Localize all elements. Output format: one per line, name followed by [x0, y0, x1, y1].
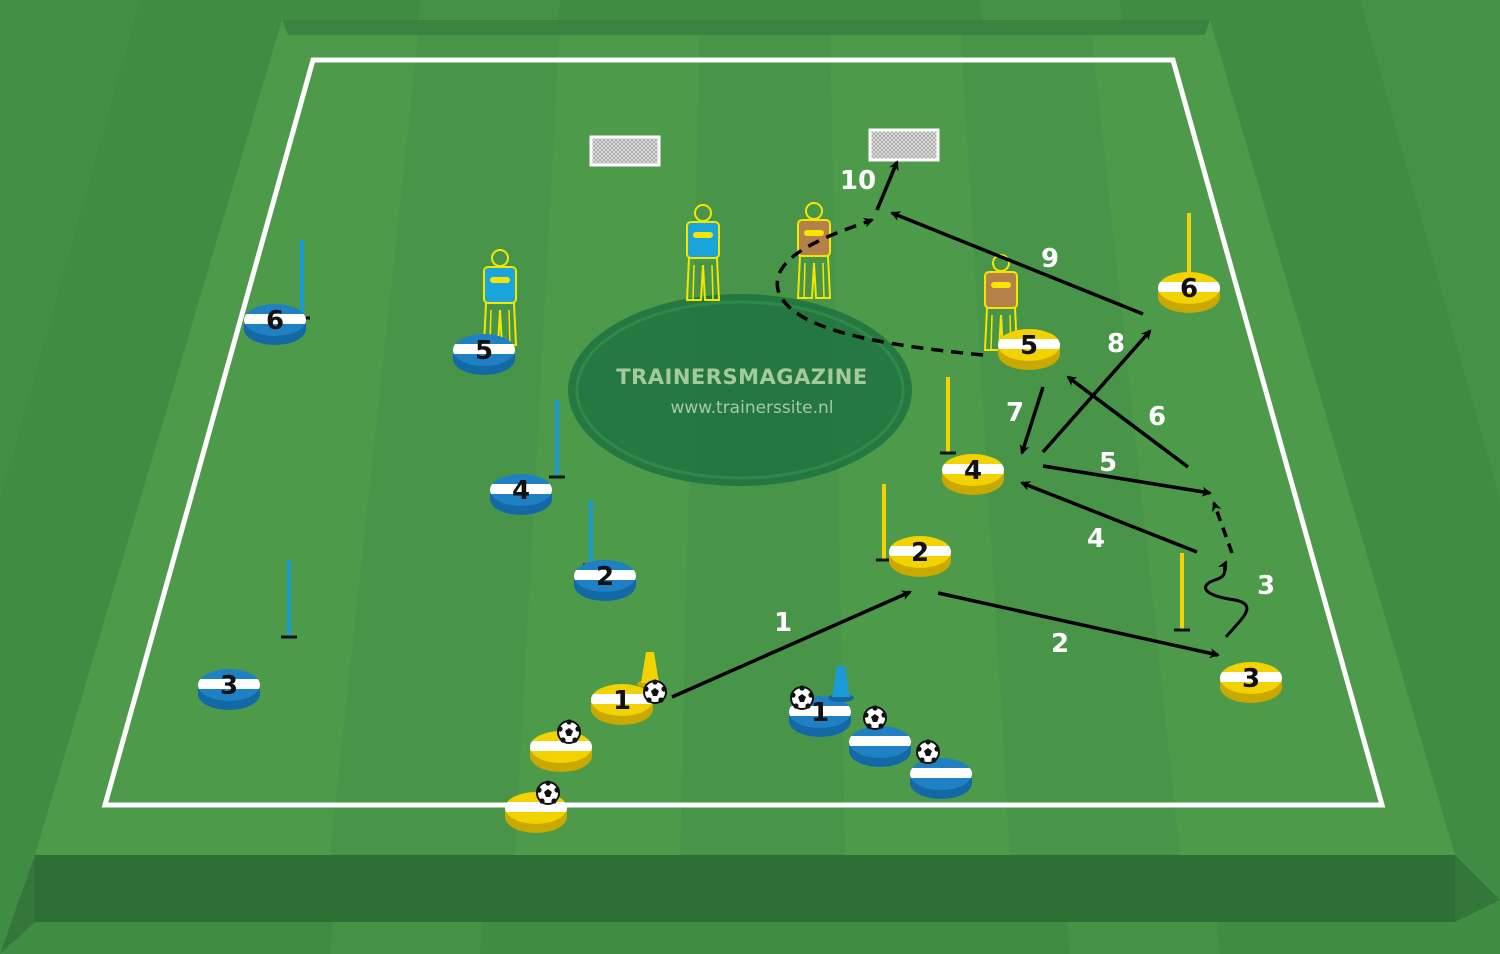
sequence-label: 8: [1107, 329, 1125, 359]
ball-icon: [863, 705, 887, 730]
disc-number: 2: [911, 538, 929, 568]
blue-disc: 5: [453, 334, 515, 375]
disc-number: 6: [266, 306, 284, 336]
blue-cone: [828, 666, 854, 702]
pass-arrow: [1019, 386, 1045, 455]
watermark-url: www.trainerssite.nl: [670, 398, 833, 418]
disc-number: 5: [1020, 331, 1038, 361]
sequence-label: 4: [1087, 524, 1105, 554]
pass-arrow: [937, 591, 1220, 659]
pole: [1174, 553, 1190, 632]
sequence-label: 2: [1051, 629, 1069, 659]
yellow-disc: [530, 731, 592, 772]
pass-arrow: [875, 160, 899, 211]
sequence-label: 3: [1257, 571, 1275, 601]
pass-arrow: [1041, 329, 1152, 454]
ball-icon: [536, 780, 560, 805]
ball-icon: [916, 739, 940, 764]
sequence-label: 10: [840, 166, 876, 196]
pole: [281, 560, 297, 639]
disc-number: 3: [220, 671, 238, 701]
yellow-disc: 5: [998, 329, 1060, 370]
blue-disc: 6: [244, 304, 306, 345]
disc-number: 1: [613, 686, 631, 716]
ball-icon: [557, 719, 581, 744]
watermark-brand: TRAINERSMAGAZINE: [616, 365, 867, 389]
sequence-label: 9: [1041, 244, 1059, 274]
sequence-label: 6: [1148, 402, 1166, 432]
pass-arrow: [1066, 375, 1190, 469]
blue-disc: 1: [789, 696, 851, 737]
disc-number: 1: [811, 698, 829, 728]
pass-arrow: [1020, 481, 1198, 554]
pitch-top-edge: [282, 20, 1210, 35]
sequence-label: 1: [774, 608, 792, 638]
pass-arrow: [890, 211, 1144, 316]
mannequin: [796, 202, 832, 299]
ball-icon: [643, 679, 667, 704]
blue-disc: [849, 726, 911, 767]
blue-disc: 3: [198, 669, 260, 710]
yellow-disc: 1: [591, 684, 653, 725]
sequence-label: 7: [1006, 398, 1024, 428]
yellow-disc: 2: [889, 536, 951, 577]
dribble-arrow: [1204, 560, 1249, 638]
mini-goal-right: [868, 128, 940, 162]
run-arrow: [1212, 501, 1234, 554]
blue-disc: 4: [490, 474, 552, 515]
yellow-disc: 4: [942, 454, 1004, 495]
platform-front: [35, 855, 1455, 922]
pass-arrow: [671, 590, 912, 699]
pass-arrow: [1042, 464, 1212, 497]
mini-goal-left: [589, 135, 661, 167]
blue-disc: [910, 758, 972, 799]
field-lines: [101, 57, 1386, 808]
sequence-labels: 1 2 3 4 5 6 7 8 9 10: [774, 166, 1275, 659]
disc-number: 6: [1180, 274, 1198, 304]
sequence-label: 5: [1099, 448, 1117, 478]
disc-number: 4: [964, 456, 982, 486]
platform-side-left: [0, 855, 35, 954]
platform-side-right: [1455, 855, 1500, 922]
pole: [940, 377, 956, 455]
disc-number: 4: [512, 476, 530, 506]
blue-disc: 2: [574, 560, 636, 601]
yellow-disc: 6: [1158, 272, 1220, 313]
disc-number: 3: [1242, 664, 1260, 694]
watermark: TRAINERSMAGAZINE www.trainerssite.nl: [568, 294, 912, 486]
disc-number: 5: [475, 336, 493, 366]
movement-arrows: [671, 160, 1249, 699]
mannequin: [685, 204, 721, 301]
ball-icon: [790, 685, 814, 710]
disc-number: 2: [596, 562, 614, 592]
pole: [549, 400, 565, 479]
yellow-disc: 3: [1220, 662, 1282, 703]
